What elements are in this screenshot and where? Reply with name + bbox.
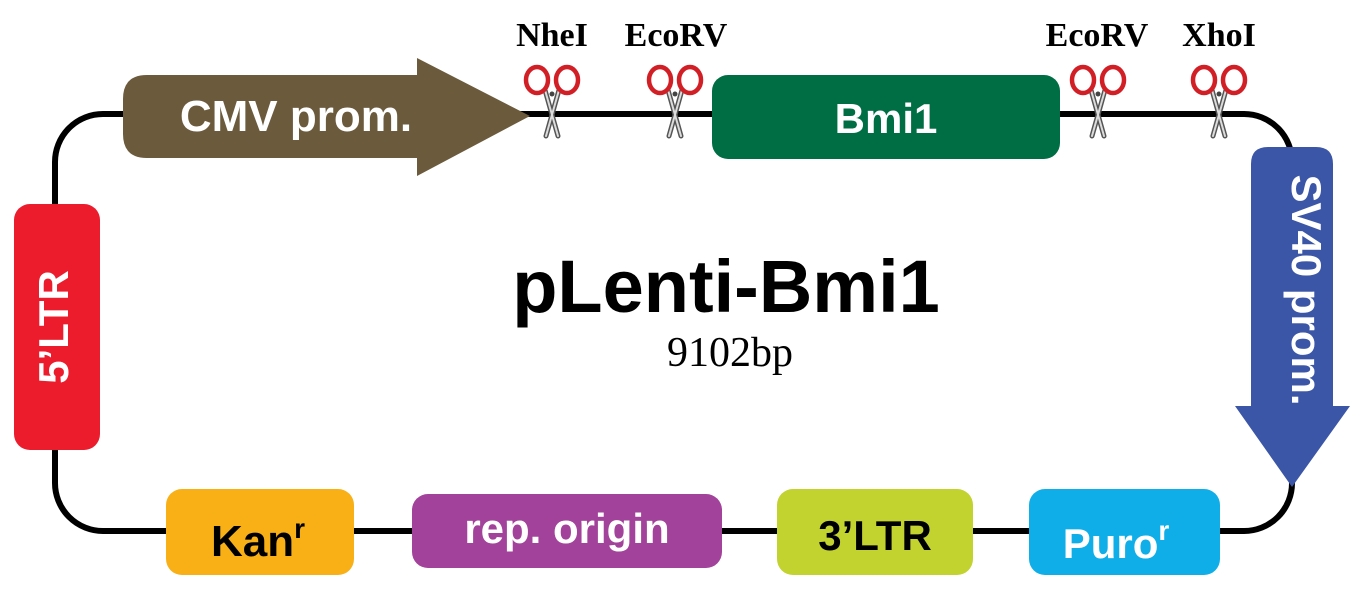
ltr5-feature: 5’LTR [14, 204, 100, 450]
rep-origin-label: rep. origin [464, 505, 669, 552]
scissors-icon [526, 67, 578, 136]
sv40-promoter-feature: SV40 prom. [1235, 147, 1350, 487]
site-label: EcoRV [625, 17, 728, 54]
plasmid-size: 9102bp [667, 330, 793, 376]
restriction-site-2: EcoRV [625, 17, 728, 136]
cmv-promoter-feature: CMV prom. [123, 58, 530, 176]
bmi1-feature: Bmi1 [712, 75, 1060, 159]
rep-origin-feature: rep. origin [412, 494, 722, 568]
plasmid-name: pLenti-Bmi1 [512, 245, 940, 328]
kan-feature: Kanr [166, 489, 354, 575]
puro-label: Puror [1063, 515, 1170, 567]
bmi1-label: Bmi1 [835, 95, 938, 142]
scissors-icon [1193, 67, 1245, 136]
ltr5-label: 5’LTR [30, 270, 77, 384]
restriction-site-1: NheI [516, 17, 588, 136]
puro-feature: Puror [1029, 489, 1220, 575]
ltr3-feature: 3’LTR [777, 489, 973, 575]
ltr3-label: 3’LTR [818, 512, 932, 559]
scissors-icon [1072, 67, 1124, 136]
site-label: NheI [516, 17, 588, 54]
site-label: XhoI [1182, 17, 1256, 54]
scissors-icon [649, 67, 701, 136]
kan-label: Kanr [211, 513, 305, 566]
site-label: EcoRV [1046, 17, 1149, 54]
restriction-site-4: XhoI [1182, 17, 1256, 136]
restriction-site-3: EcoRV [1046, 17, 1149, 136]
sv40-promoter-label: SV40 prom. [1283, 174, 1330, 405]
cmv-promoter-label: CMV prom. [180, 92, 412, 141]
